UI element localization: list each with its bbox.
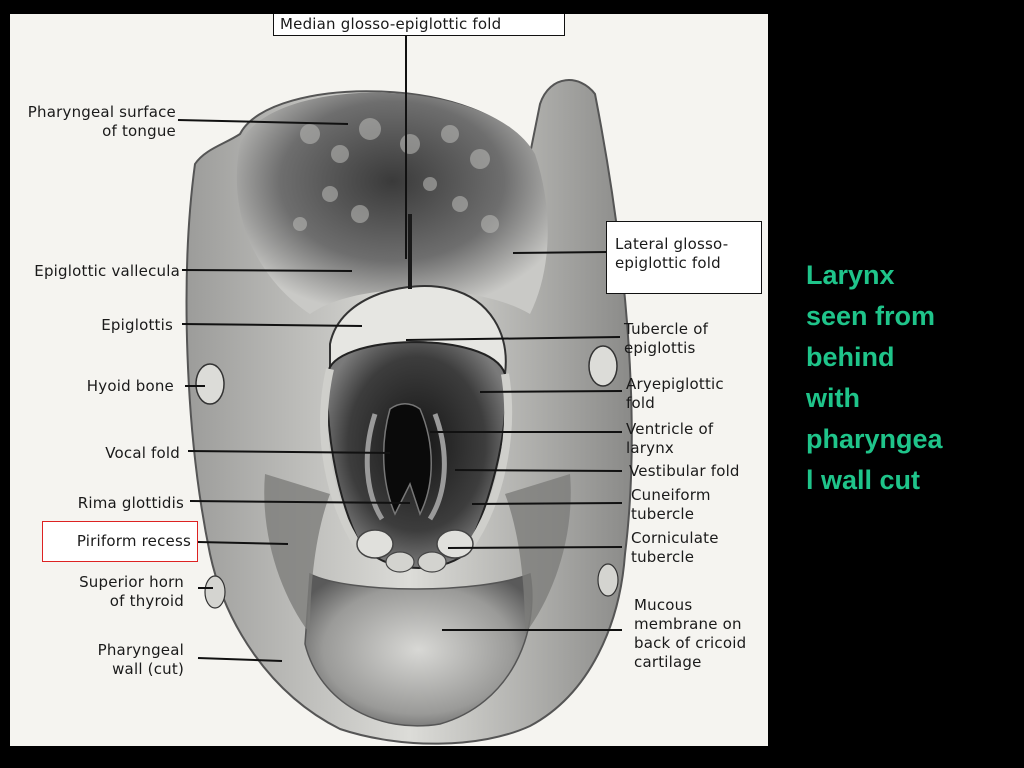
label-superior-horn-of-thyroid: Superior horn of thyroid — [79, 573, 184, 610]
label-lateral-glosso-epiglottic-fold: Lateral glosso- epiglottic fold — [606, 221, 762, 294]
corniculate-tubercle-shape — [385, 551, 415, 573]
leader-lines — [177, 36, 623, 662]
tongue-surface-shape — [236, 92, 548, 314]
label-epiglottis: Epiglottis — [101, 316, 173, 334]
label-epiglottic-vallecula: Epiglottic vallecula — [34, 262, 180, 280]
label-aryepiglottic-fold: Aryepiglottic fold — [626, 375, 724, 412]
label-pharyngeal-surface-of-tongue: Pharyngeal surface of tongue — [27, 103, 176, 140]
label-hyoid-bone: Hyoid bone — [86, 377, 174, 395]
piriform-recess-shape — [264, 474, 330, 634]
label-cuneiform-tubercle: Cuneiform tubercle — [631, 486, 711, 523]
label-corniculate-tubercle: Corniculate tubercle — [631, 529, 719, 566]
slide-caption: Larynx seen from behind with pharyngea l… — [806, 260, 943, 495]
label-pharyngeal-wall-cut: Pharyngeal wall (cut) — [97, 641, 184, 678]
tongue-papillae — [293, 118, 499, 233]
vocal-folds-shape — [382, 403, 432, 516]
label-tubercle-of-epiglottis: Tubercle of epiglottis — [624, 320, 709, 357]
anatomy-figure: Median glosso-epiglottic fold Pharyngeal… — [10, 14, 768, 746]
cricoid-membrane-shape — [304, 572, 533, 727]
label-mucous-membrane-on-back-of-cricoid-cartilage: Mucous membrane on back of cricoid carti… — [634, 596, 747, 671]
label-vocal-fold: Vocal fold — [105, 444, 180, 462]
label-median-glosso-epiglottic-fold: Median glosso-epiglottic fold — [273, 14, 565, 36]
label-vestibular-fold: Vestibular fold — [629, 462, 740, 480]
aryepiglottic-fold-shape — [320, 368, 364, 552]
vestibular-fold-shape — [364, 413, 385, 521]
larynx-illustration — [177, 36, 633, 745]
label-piriform-recess: Piriform recess — [42, 521, 198, 562]
label-ventricle-of-larynx: Ventricle of larynx — [626, 420, 714, 457]
thyroid-horn-shape — [204, 575, 226, 609]
cuneiform-tubercle-shape — [356, 529, 394, 559]
hyoid-bone-shape — [195, 363, 225, 405]
label-rima-glottidis: Rima glottidis — [77, 494, 184, 512]
